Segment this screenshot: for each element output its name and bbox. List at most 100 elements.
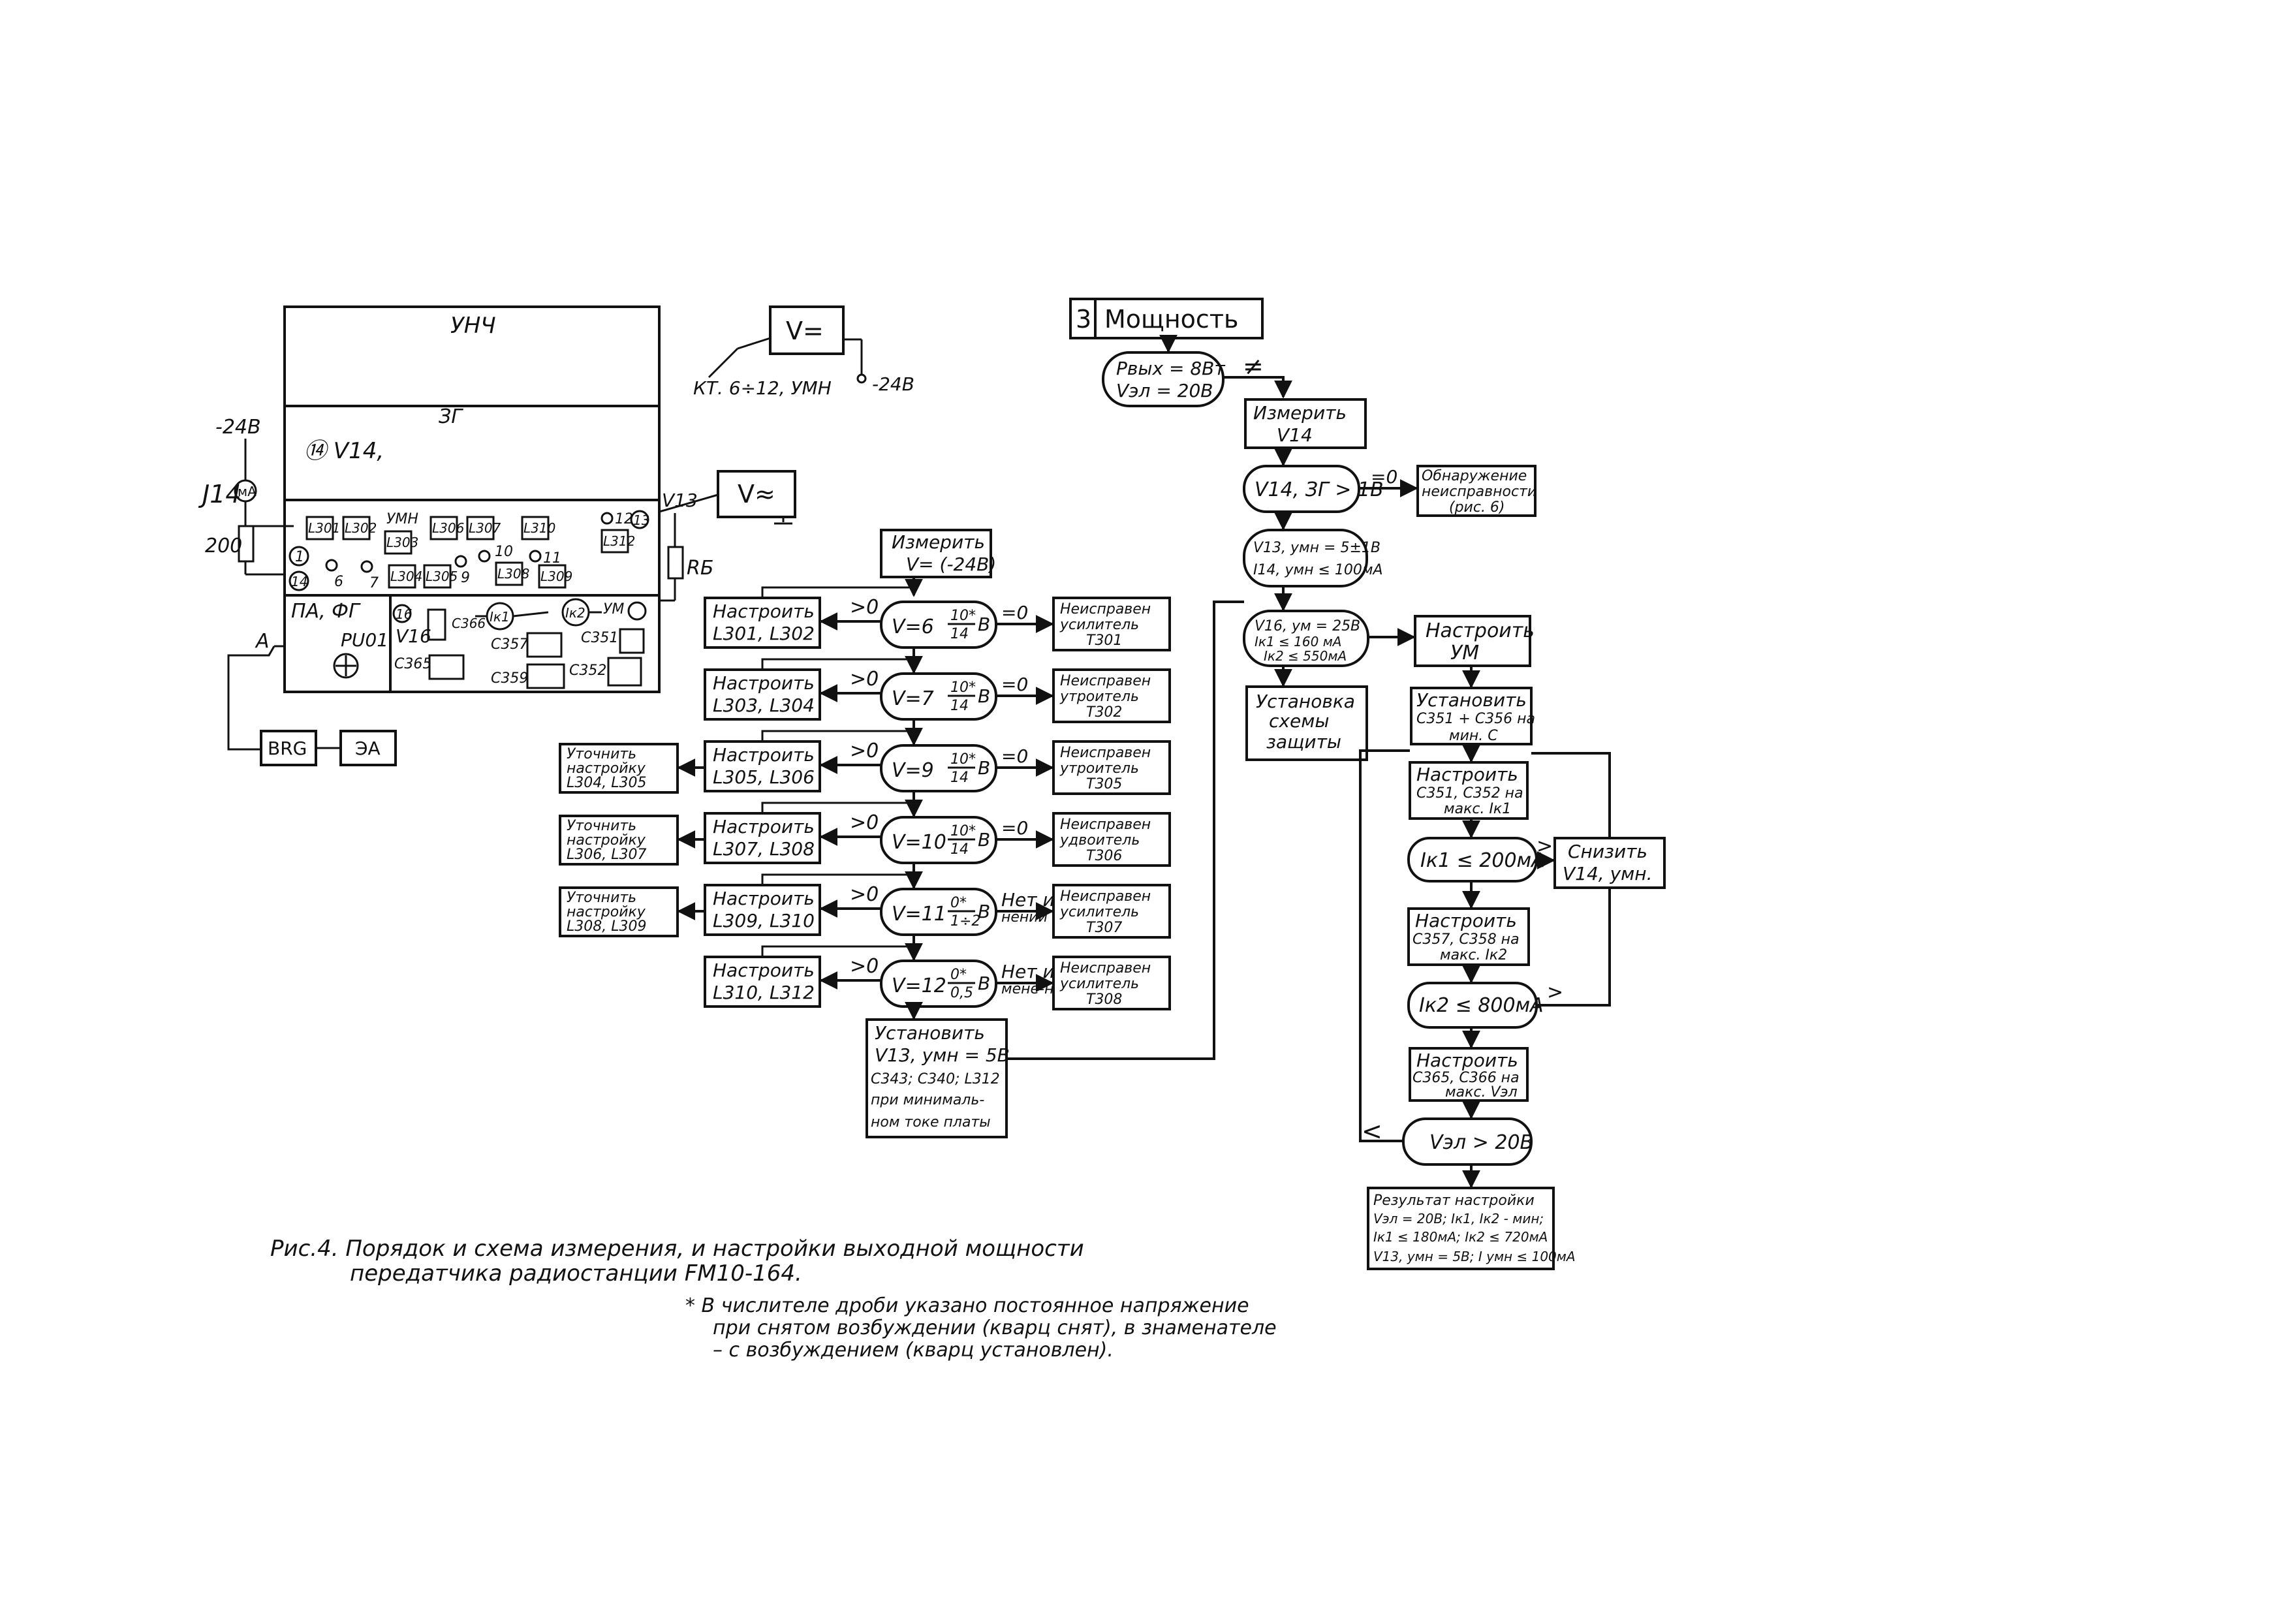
fault-line: Неисправен xyxy=(1060,601,1151,617)
v13-label: V13 xyxy=(662,490,698,511)
unit-label: В xyxy=(978,614,990,635)
dc-voltmeter: V= КТ. 6÷12, УМН -24В xyxy=(693,305,914,399)
fault-box xyxy=(1052,956,1171,1010)
setup-box xyxy=(704,812,821,864)
fraction-bottom: 14 xyxy=(950,770,969,786)
fraction-top: 10* xyxy=(950,679,976,696)
j14-label: J14 xyxy=(198,480,242,508)
refine-line: настройку xyxy=(567,832,646,849)
fraction-top: 10* xyxy=(950,751,976,768)
fault-line: Т307 xyxy=(1086,920,1122,936)
cond-ik1-label: Iк1 ≤ 200мА xyxy=(1420,849,1545,872)
result-line: V13, умн = 5В; I умн ≤ 100мА xyxy=(1373,1249,1576,1264)
cond-ik2-label: Iк2 ≤ 800мА xyxy=(1419,994,1544,1017)
gt2-label: > xyxy=(1547,981,1563,1004)
result-line: Результат настройки xyxy=(1373,1193,1535,1209)
cond-label: >0 xyxy=(850,883,879,906)
setup-line: Настроить xyxy=(713,601,815,622)
caption-note: * В числителе дроби указано постоянное н… xyxy=(685,1294,1249,1317)
tp-label: 12 xyxy=(615,511,633,527)
output-circuit: V13 V≈ RБ xyxy=(659,470,796,602)
cond3-line: V16, ум = 25В xyxy=(1255,618,1360,634)
block-unch-label: УНЧ xyxy=(450,313,496,339)
fraction-bottom: 14 xyxy=(950,626,969,642)
refine-line: настройку xyxy=(567,904,646,920)
section-title: Мощность xyxy=(1104,305,1238,334)
measure-line: V= (-24В) xyxy=(906,554,996,575)
cond-label: >0 xyxy=(850,955,879,978)
setup-box xyxy=(704,884,821,936)
fault-line: Неисправен xyxy=(1060,745,1151,761)
cond-label: >0 xyxy=(850,596,879,619)
fault-detect-line: Обнаружение xyxy=(1422,468,1527,484)
caption-note: при снятом возбуждении (кварц снят), в з… xyxy=(713,1317,1277,1339)
unit-label: В xyxy=(978,973,990,994)
tp-label: 10 xyxy=(495,544,513,560)
tune-c351-line: Настроить xyxy=(1416,764,1518,785)
tune-um-line: УМ xyxy=(1450,642,1479,664)
setup-final-line: при минималь- xyxy=(871,1092,984,1108)
coil-label: L308 xyxy=(497,566,529,582)
fault-line: утроитель xyxy=(1059,760,1139,777)
unit-label: В xyxy=(978,685,990,707)
rb-label: RБ xyxy=(687,557,713,580)
setup-box xyxy=(704,597,821,649)
voltage-label: V=9 xyxy=(892,759,934,782)
coil-label: L310 xyxy=(523,520,555,536)
dc-voltmeter-label: V= xyxy=(786,317,824,345)
measure-v14-line: V14 xyxy=(1277,424,1313,446)
protect-line: защиты xyxy=(1266,731,1341,753)
set-c-line: Установить xyxy=(1416,689,1527,711)
coil-label: L312 xyxy=(603,533,635,549)
ac-voltmeter-label: V≈ xyxy=(738,480,775,508)
fault-line: Неисправен xyxy=(1060,888,1151,905)
antenna-label: А xyxy=(255,630,270,653)
setup-line: Настроить xyxy=(713,888,815,909)
tp-label: 7 xyxy=(369,575,379,591)
brg-label: BRG xyxy=(268,738,307,759)
coil-label: L307 xyxy=(469,520,501,536)
coil-label: L309 xyxy=(540,569,572,584)
coil-label: L303 xyxy=(386,535,418,550)
setup-final-line: V13, умн = 5В xyxy=(875,1044,1010,1066)
fraction-top: 10* xyxy=(950,823,976,839)
result-line: Iк1 ≤ 180мА; Iк2 ≤ 720мА xyxy=(1373,1229,1548,1245)
tune-c365-line: макс. Vэл xyxy=(1445,1084,1518,1101)
refine-line: L304, L305 xyxy=(567,775,646,791)
cap-label: C365 xyxy=(394,656,431,672)
cond-vea-label: Vэл > 20В xyxy=(1429,1131,1533,1154)
fault-line: усилитель xyxy=(1059,904,1139,920)
voltage-label: V=7 xyxy=(892,687,934,710)
measure-box xyxy=(880,529,992,578)
v16-label: V16 xyxy=(396,625,431,647)
fault-line: Неисправен xyxy=(1060,960,1151,976)
fault-detect-line: (рис. 6) xyxy=(1449,499,1505,516)
cond-label: >0 xyxy=(850,811,879,834)
voltage-label: V=12 xyxy=(892,975,946,997)
fault-line: Т305 xyxy=(1086,776,1122,792)
connector-line xyxy=(761,802,914,813)
fault-box xyxy=(1052,597,1171,651)
cap-label: C359 xyxy=(491,670,528,687)
test-points: 1 14 6 7 9 10 11 12 13 16 V16 Iк1 Iк2 xyxy=(289,510,649,647)
result-label: =0 xyxy=(1001,602,1028,623)
gt1-label: > xyxy=(1536,835,1553,858)
block-zg-label: ЗГ xyxy=(439,405,463,428)
tp-label: 13 xyxy=(633,512,649,528)
setup-final-box xyxy=(866,1018,1008,1138)
fault-line: Неисправен xyxy=(1060,673,1151,689)
protect-line: Установка xyxy=(1256,691,1355,712)
kt-label: КТ. 6÷12, УМН xyxy=(693,377,832,399)
tp-label: 6 xyxy=(334,574,343,590)
tune-um-line: Настроить xyxy=(1426,619,1535,642)
um-label: УМ xyxy=(603,601,624,617)
right-flowchart: 3 Мощность Pвых = 8Вт Vэл = 20В ≠ Измери… xyxy=(1069,298,1666,1270)
unit-label: В xyxy=(978,901,990,922)
fault-line: Т301 xyxy=(1086,632,1122,649)
block-umn-label: УМН xyxy=(386,511,418,527)
setup-final-line: C343; C340; L312 xyxy=(871,1071,1000,1087)
start-terminal xyxy=(1102,351,1224,407)
result-label: =0 xyxy=(1001,745,1028,767)
section-number: 3 xyxy=(1076,305,1091,334)
